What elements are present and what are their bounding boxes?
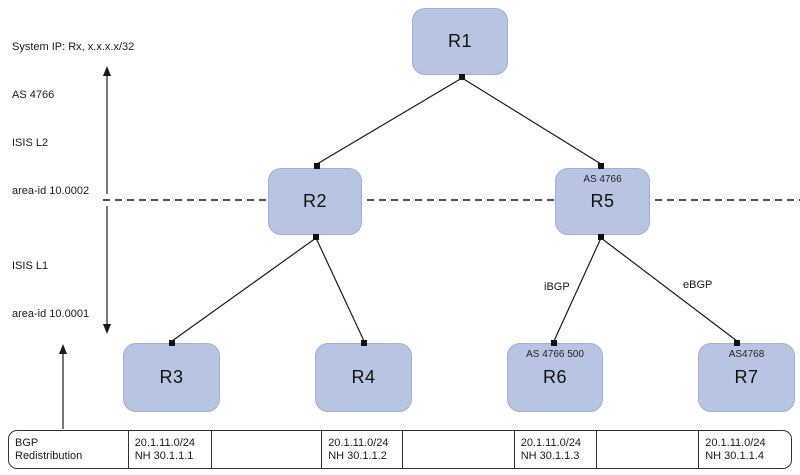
table-cell-line: NH 30.1.1.2 bbox=[328, 449, 387, 462]
node-r1: R1 bbox=[412, 8, 508, 75]
node-r5-label: R5 bbox=[590, 191, 615, 211]
link-r2-r3 bbox=[171, 237, 317, 342]
system-ip-annotation: System IP: Rx, x.x.x.x/32 AS 4766 bbox=[12, 7, 134, 135]
table-cell-line: 20.1.11.0/24 bbox=[705, 436, 766, 449]
table-cell-empty-1 bbox=[212, 431, 323, 468]
node-r2: R2 bbox=[268, 168, 362, 235]
isis-l1-annotation: ISIS L1 area-id 10.0001 bbox=[12, 226, 89, 354]
table-cell-line: BGP bbox=[15, 436, 39, 449]
table-cell-line: 20.1.11.0/24 bbox=[520, 436, 582, 449]
table-cell-route-r4: 20.1.11.0/24 NH 30.1.1.2 bbox=[322, 431, 403, 468]
node-r7-label: R7 bbox=[734, 367, 759, 387]
table-cell-line: NH 30.1.1.1 bbox=[134, 449, 194, 462]
table-cell-line: NH 30.1.1.3 bbox=[520, 449, 580, 462]
node-r7-as-label: AS4768 bbox=[728, 349, 765, 360]
node-r3-label: R3 bbox=[159, 367, 184, 387]
table-cell-empty-2 bbox=[403, 431, 515, 468]
table-cell-line: 20.1.11.0/24 bbox=[134, 436, 196, 449]
ebgp-label: eBGP bbox=[683, 279, 713, 291]
system-ip-text: System IP: Rx, x.x.x.x/32 bbox=[12, 41, 135, 53]
table-cell-route-r6: 20.1.11.0/24 NH 30.1.1.3 bbox=[515, 431, 597, 468]
node-r4-label: R4 bbox=[351, 367, 376, 387]
table-cell-line: Redistribution bbox=[15, 449, 83, 462]
node-r3: R3 bbox=[123, 343, 220, 412]
table-cell-route-r7: 20.1.11.0/24 NH 30.1.1.4 bbox=[699, 431, 791, 468]
isis-l1-text: ISIS L1 bbox=[12, 260, 49, 272]
node-r2-label: R2 bbox=[302, 191, 327, 211]
isis-l2-annotation: ISIS L2 area-id 10.0002 bbox=[12, 103, 89, 231]
link-r5-r7 bbox=[600, 237, 738, 342]
isis-l2-area-text: area-id 10.0002 bbox=[12, 185, 90, 197]
table-cell-bgp-redistribution: BGP Redistribution bbox=[9, 431, 129, 468]
node-r1-label: R1 bbox=[447, 31, 472, 51]
link-r2-r4 bbox=[315, 237, 365, 342]
node-r6-label: R6 bbox=[542, 367, 567, 387]
link-r1-r2 bbox=[316, 77, 463, 165]
table-cell-route-r3: 20.1.11.0/24 NH 30.1.1.1 bbox=[129, 431, 213, 468]
bgp-redistribution-table: BGP Redistribution 20.1.11.0/24 NH 30.1.… bbox=[8, 430, 792, 469]
isis-l1-area-text: area-id 10.0001 bbox=[12, 308, 90, 320]
node-r6-as-label: AS 4766 500 bbox=[526, 349, 584, 360]
redistribution-up-arrow bbox=[59, 344, 67, 429]
node-r4: R4 bbox=[315, 343, 412, 412]
isis-l2-text: ISIS L2 bbox=[12, 137, 49, 149]
table-cell-line: 20.1.11.0/24 bbox=[328, 436, 389, 449]
system-as-text: AS 4766 bbox=[12, 89, 55, 101]
connector-dots bbox=[169, 74, 740, 346]
node-r6: AS 4766 500 R6 bbox=[507, 343, 603, 412]
link-r1-r5 bbox=[461, 77, 602, 165]
ibgp-label: iBGP bbox=[544, 281, 570, 293]
node-r5: AS 4766 R5 bbox=[555, 168, 650, 235]
node-r7: AS4768 R7 bbox=[698, 343, 795, 412]
node-r5-as-label: AS 4766 bbox=[583, 174, 622, 185]
table-cell-empty-3 bbox=[597, 431, 700, 468]
table-cell-line: NH 30.1.1.4 bbox=[705, 449, 764, 462]
topology-links bbox=[171, 77, 738, 342]
